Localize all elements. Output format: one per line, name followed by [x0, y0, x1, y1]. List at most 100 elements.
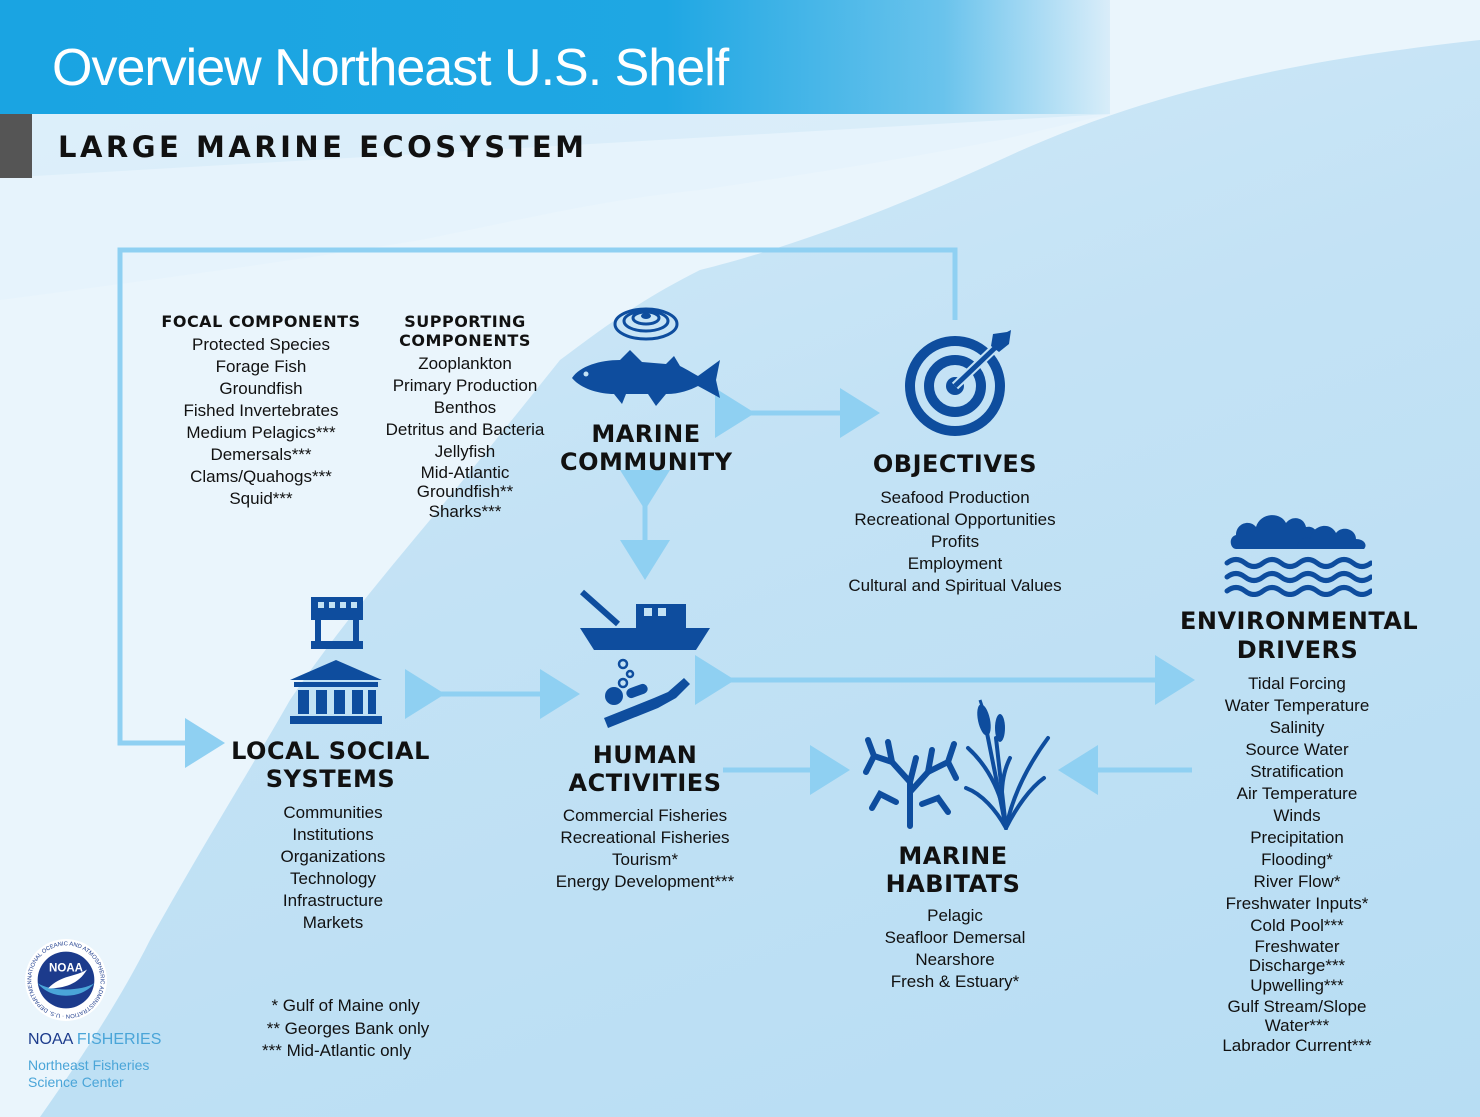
focal-components-heading: FOCAL COMPONENTS [161, 312, 361, 331]
supporting-components-list: Zooplankton Primary Production Benthos D… [365, 353, 565, 523]
list-item: Technology [289, 869, 376, 888]
list-item: Groundfish** [416, 482, 514, 501]
heading-line: ACTIVITIES [568, 769, 722, 797]
brand-fisheries: FISHERIES [76, 1031, 162, 1048]
marine-habitats-heading: MARINE HABITATS [868, 842, 1038, 898]
heading-line: SUPPORTING [404, 312, 526, 331]
list-item: Institutions [292, 825, 374, 844]
seagrass-cattail-icon [964, 699, 1050, 830]
subtitle-accent [0, 114, 32, 178]
list-item: Source Water [1245, 740, 1349, 759]
list-item: Protected Species [192, 335, 330, 354]
list-item: Groundfish [219, 379, 303, 398]
heading-line: HABITATS [885, 870, 1021, 898]
list-item: Cold Pool*** [1250, 916, 1344, 935]
page-title: Overview Northeast U.S. Shelf [52, 39, 729, 97]
brand-noaa: NOAA [28, 1031, 77, 1048]
list-item: Forage Fish [215, 357, 307, 376]
marine-habitats-list: Pelagic Seafloor Demersal Nearshore Fres… [855, 905, 1055, 993]
list-item: Mid-Atlantic [420, 463, 510, 482]
list-item: Labrador Current*** [1222, 1036, 1372, 1055]
list-item: Demersals*** [210, 445, 312, 464]
list-item: Winds [1273, 806, 1321, 825]
fish-icon [572, 350, 720, 406]
clouds-waves-icon [1224, 515, 1372, 597]
list-item: Gulf Stream/Slope [1227, 997, 1367, 1016]
title-bar [0, 0, 1110, 114]
list-item: Squid*** [229, 489, 293, 508]
list-item: Recreational Fisheries [560, 828, 730, 847]
list-item: River Flow* [1253, 872, 1341, 891]
local-social-systems-heading: LOCAL SOCIAL SYSTEMS [228, 737, 433, 793]
list-item: Upwelling*** [1250, 976, 1344, 995]
list-item: Primary Production [392, 376, 538, 395]
list-item: Water*** [1264, 1016, 1330, 1035]
list-item: Sharks*** [428, 502, 502, 521]
list-item: Employment [907, 554, 1003, 573]
list-item: Zooplankton [418, 354, 512, 373]
plankton-icon [613, 307, 679, 341]
list-item: Freshwater Inputs* [1225, 894, 1369, 913]
list-item: Medium Pelagics*** [186, 423, 336, 442]
heading-line: SYSTEMS [265, 765, 396, 793]
heading-line: COMMUNITY [560, 448, 733, 476]
fishing-boat-icon [580, 589, 710, 650]
footnote: *** Mid-Atlantic only [262, 1041, 412, 1060]
list-item: Flooding* [1261, 850, 1333, 869]
page-subtitle: LARGE MARINE ECOSYSTEM [58, 130, 588, 164]
list-item: Fresh & Estuary* [890, 972, 1020, 991]
objectives-list: Seafood Production Recreational Opportun… [825, 487, 1085, 597]
noaa-fisheries-wordmark: NOAA FISHERIES [28, 1031, 161, 1049]
list-item: Tourism* [611, 850, 679, 869]
heading-line: ENVIRONMENTAL [1180, 607, 1419, 635]
heading-line: MARINE [898, 842, 1008, 870]
list-item: Markets [302, 913, 364, 932]
list-item: Detritus and Bacteria [385, 420, 545, 439]
list-item: Clams/Quahogs*** [190, 467, 332, 486]
list-item: Cultural and Spiritual Values [848, 576, 1062, 595]
list-item: Seafood Production [880, 488, 1030, 507]
market-stall-icon [311, 597, 363, 649]
science-center-line: Northeast Fisheries [28, 1057, 150, 1073]
focal-components-list: Protected Species Forage Fish Groundfish… [146, 334, 376, 510]
list-item: Organizations [280, 847, 386, 866]
list-item: Energy Development*** [555, 872, 735, 891]
list-item: Infrastructure [282, 891, 384, 910]
list-item: Seafloor Demersal [884, 928, 1026, 947]
heading-line: MARINE [591, 420, 701, 448]
noaa-logo: NATIONAL OCEANIC AND ATMOSPHERIC ADMINIS… [24, 938, 107, 1021]
list-item: Tidal Forcing [1248, 674, 1346, 693]
list-item: Recreational Opportunities [854, 510, 1056, 529]
list-item: Discharge*** [1248, 956, 1346, 975]
footnote: ** Georges Bank only [262, 1019, 430, 1038]
list-item: Air Temperature [1236, 784, 1358, 803]
list-item: Stratification [1250, 762, 1344, 781]
human-activities-list: Commercial Fisheries Recreational Fisher… [530, 805, 760, 893]
list-item: Salinity [1269, 718, 1325, 737]
environmental-drivers-heading: ENVIRONMENTAL DRIVERS [1180, 607, 1419, 665]
list-item: Water Temperature [1224, 696, 1370, 715]
heading-line: DRIVERS [1236, 636, 1359, 664]
science-center-label: Northeast Fisheries Science Center [28, 1057, 149, 1091]
coral-icon [863, 737, 959, 829]
institution-building-icon [290, 660, 382, 724]
objectives-heading: OBJECTIVES [872, 450, 1038, 478]
list-item: Freshwater [1254, 937, 1340, 956]
list-item: Fished Invertebrates [183, 401, 339, 420]
list-item: Communities [283, 803, 383, 822]
list-item: Jellyfish [434, 442, 496, 461]
heading-line: HUMAN [592, 741, 698, 769]
heading-line: COMPONENTS [399, 331, 531, 350]
science-center-line: Science Center [28, 1074, 124, 1090]
target-icon [905, 330, 1011, 436]
local-social-systems-list: Communities Institutions Organizations T… [238, 802, 428, 934]
list-item: Pelagic [927, 906, 983, 925]
list-item: Benthos [433, 398, 497, 417]
list-item: Precipitation [1250, 828, 1344, 847]
feedback-loop-arrow [117, 247, 958, 768]
list-item: Profits [930, 532, 980, 551]
list-item: Nearshore [915, 950, 995, 969]
heading-line: LOCAL SOCIAL [231, 737, 430, 765]
